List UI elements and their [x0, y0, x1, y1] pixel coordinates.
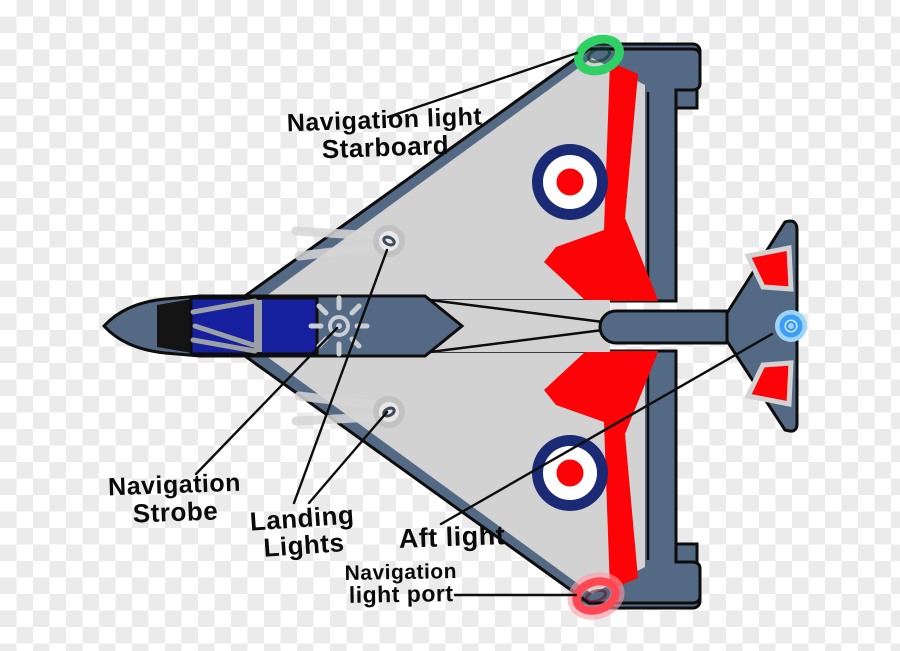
canopy-strut-top: [190, 298, 258, 315]
tail-red-bottom: [744, 360, 794, 408]
centre-upper-edge: [429, 298, 604, 324]
canopy-strut-bottom: [190, 337, 258, 354]
starboard-nav-light: [574, 34, 624, 76]
starboard-red-stripe: [544, 62, 658, 301]
landing-light-upper: [291, 225, 405, 261]
port-wing-panel: [262, 353, 645, 594]
port-nav-light: [567, 572, 625, 620]
centre-lower-edge: [429, 328, 604, 354]
canopy-strut-mid: [192, 323, 256, 348]
label-landing-lights: Landing Lights: [241, 499, 364, 562]
port-red-stripe: [544, 351, 658, 590]
landing-beam: [291, 226, 381, 241]
label-aft-light: Aft light: [392, 520, 513, 554]
label-nav-strobe: Navigation Strobe: [94, 469, 256, 528]
strobe-icon: [308, 295, 370, 357]
label-text: Aft light: [398, 520, 506, 554]
aft-light: [775, 310, 807, 342]
label-nav-light-starboard: Navigation light Starboard: [284, 103, 486, 164]
radome-band: [157, 299, 192, 353]
label-text: light port: [348, 580, 454, 609]
landing-beam: [294, 391, 379, 410]
leader-nav-starboard: [386, 51, 579, 119]
canopy-frame-bar: [254, 300, 262, 352]
tail-red-top: [744, 244, 794, 292]
leader-strobe: [194, 326, 339, 476]
leader-landing-upper: [292, 248, 389, 505]
leader-landing-lower: [307, 410, 389, 505]
roundel-starboard: [532, 144, 608, 220]
canopy: [189, 296, 319, 356]
landing-beam: [291, 412, 381, 426]
label-nav-light-port: Navigation light port: [336, 560, 467, 609]
landing-beam: [294, 242, 379, 261]
roundel-port: [532, 435, 608, 511]
leader-aft-light: [439, 332, 774, 526]
